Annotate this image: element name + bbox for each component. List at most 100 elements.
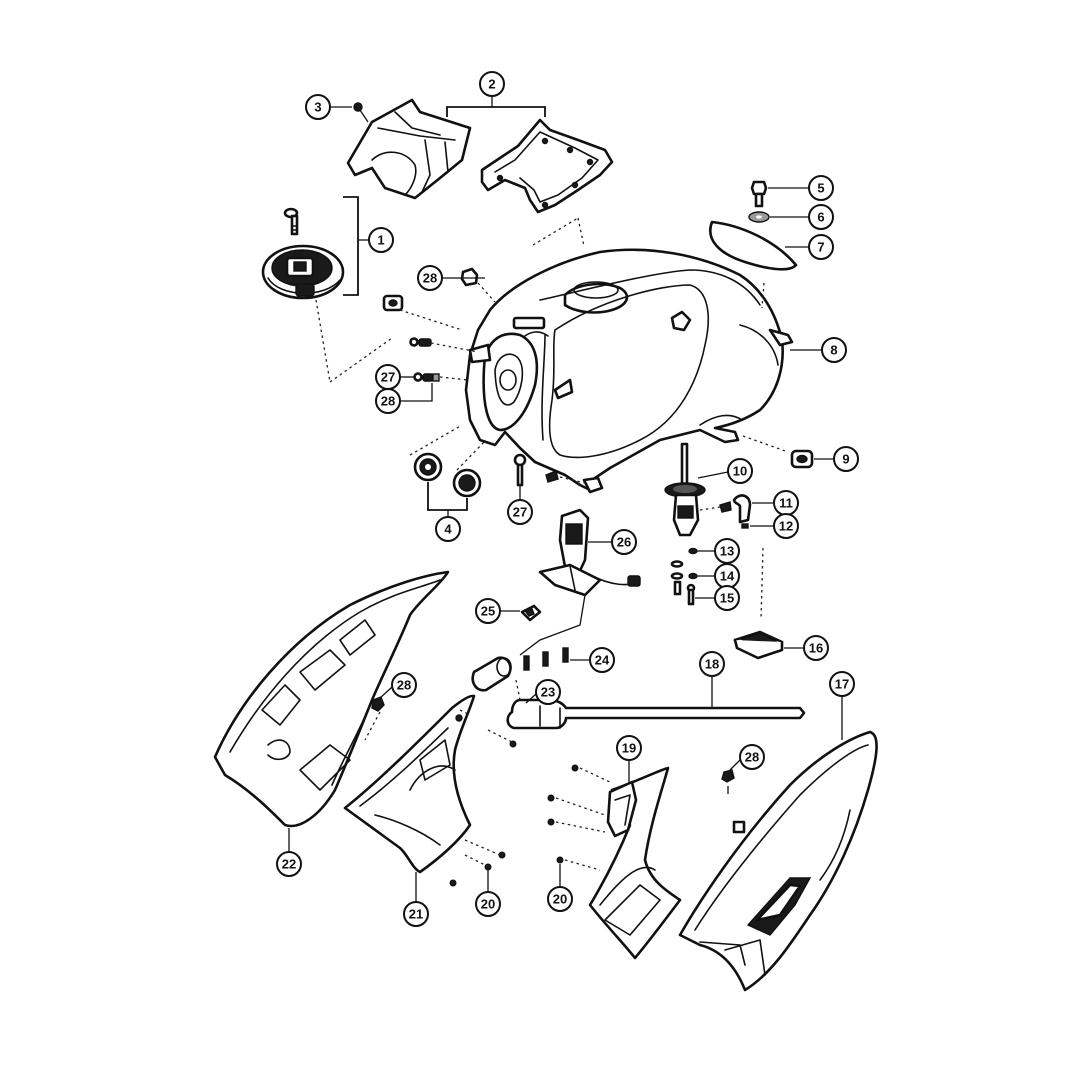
svg-text:13: 13 (720, 544, 734, 559)
inner-panel-left-21 (343, 694, 476, 874)
rubber-cushions-4 (413, 452, 482, 498)
callout-19: 19 (616, 735, 642, 761)
rubber-mount-top (382, 294, 404, 312)
petcock-10 (664, 442, 706, 537)
callout-27-a: 27 (375, 364, 401, 390)
svg-text:1: 1 (377, 233, 384, 248)
grommet-28-left-panel (371, 696, 385, 712)
svg-text:12: 12 (779, 519, 793, 534)
svg-text:2: 2 (488, 77, 495, 92)
callout-28-b: 28 (375, 388, 401, 414)
callout-13: 13 (714, 538, 740, 564)
svg-text:9: 9 (842, 452, 849, 467)
callout-3: 3 (305, 94, 331, 120)
callout-4: 4 (435, 516, 461, 542)
tank-top-trim-ring (480, 118, 614, 214)
grommet-28-right-panel (721, 769, 735, 794)
callout-8: 8 (821, 337, 847, 363)
callout-28-c: 28 (391, 672, 417, 698)
callout-21: 21 (403, 901, 429, 927)
callout-7: 7 (808, 234, 834, 260)
callout-16: 16 (803, 635, 829, 661)
callout-10: 10 (727, 458, 753, 484)
svg-text:4: 4 (444, 522, 452, 537)
callout-24: 24 (589, 647, 615, 673)
callouts: 1 2 3 4 5 6 7 8 9 10 11 12 13 14 15 16 1… (276, 71, 859, 927)
screw-15 (673, 580, 696, 606)
callout-9: 9 (833, 446, 859, 472)
svg-text:28: 28 (381, 394, 395, 409)
rubber-mount-9 (790, 449, 814, 469)
seal-13 (688, 547, 698, 555)
fuel-cap-key (283, 207, 299, 236)
filter-16 (733, 630, 784, 660)
screws-20 (449, 740, 579, 887)
clip-25 (520, 604, 542, 622)
svg-text:15: 15 (720, 591, 734, 606)
svg-text:17: 17 (835, 677, 849, 692)
callout-5: 5 (808, 175, 834, 201)
svg-text:18: 18 (705, 657, 719, 672)
hose-11 (732, 494, 752, 524)
bolt-lower-center (545, 470, 559, 483)
svg-text:8: 8 (830, 343, 837, 358)
tank-top-cover-front (346, 98, 472, 200)
svg-text:23: 23 (541, 685, 555, 700)
svg-text:14: 14 (720, 569, 735, 584)
svg-text:26: 26 (617, 535, 631, 550)
callout-17: 17 (829, 671, 855, 697)
callout-28-a: 28 (417, 265, 443, 291)
knee-pad-7 (709, 220, 798, 271)
svg-text:27: 27 (381, 370, 395, 385)
callout-18: 18 (699, 651, 725, 677)
svg-text:28: 28 (397, 678, 411, 693)
side-panel-left-22 (213, 570, 450, 828)
svg-text:7: 7 (817, 240, 824, 255)
washer-14 (670, 560, 698, 580)
svg-text:20: 20 (553, 892, 567, 907)
callout-22: 22 (276, 851, 302, 877)
svg-text:22: 22 (282, 857, 296, 872)
svg-text:10: 10 (733, 464, 747, 479)
washer-6 (748, 211, 770, 223)
callout-23: 23 (535, 679, 561, 705)
callout-26: 26 (611, 529, 637, 555)
leader-lines (288, 95, 843, 902)
side-panel-right-17 (678, 730, 878, 992)
grommet-28-top (460, 267, 479, 287)
inner-panel-right-19 (588, 766, 682, 960)
screws-24 (523, 647, 569, 671)
callout-1: 1 (368, 227, 394, 253)
svg-text:5: 5 (817, 181, 824, 196)
svg-text:19: 19 (622, 741, 636, 756)
svg-text:11: 11 (779, 496, 793, 511)
assembly-lines (315, 217, 789, 871)
fuel-hose-18 (506, 698, 806, 730)
svg-text:28: 28 (745, 750, 759, 765)
svg-text:6: 6 (817, 210, 824, 225)
fuel-cap-assembly (261, 244, 345, 300)
bolt-5 (750, 180, 768, 208)
fuel-tank-8 (464, 248, 794, 494)
callout-25: 25 (475, 598, 501, 624)
svg-text:21: 21 (409, 907, 423, 922)
svg-text:20: 20 (481, 897, 495, 912)
svg-text:28: 28 (423, 271, 437, 286)
screw-3 (353, 102, 369, 123)
callout-20-a: 20 (475, 891, 501, 917)
callout-2: 2 (479, 71, 505, 97)
svg-text:27: 27 (513, 505, 527, 520)
clamp-petcock (719, 501, 732, 513)
callout-12: 12 (773, 513, 799, 539)
fuel-cap-connector (468, 343, 492, 364)
bolt-left-1 (409, 337, 432, 347)
callout-15: 15 (714, 585, 740, 611)
callout-20-b: 20 (547, 886, 573, 912)
callout-28-d: 28 (739, 744, 765, 770)
callout-27-b: 27 (507, 499, 533, 525)
svg-text:25: 25 (481, 604, 495, 619)
svg-text:16: 16 (809, 641, 823, 656)
callout-14: 14 (714, 563, 740, 589)
svg-text:3: 3 (314, 100, 321, 115)
fuel-pump-26 (519, 508, 641, 656)
